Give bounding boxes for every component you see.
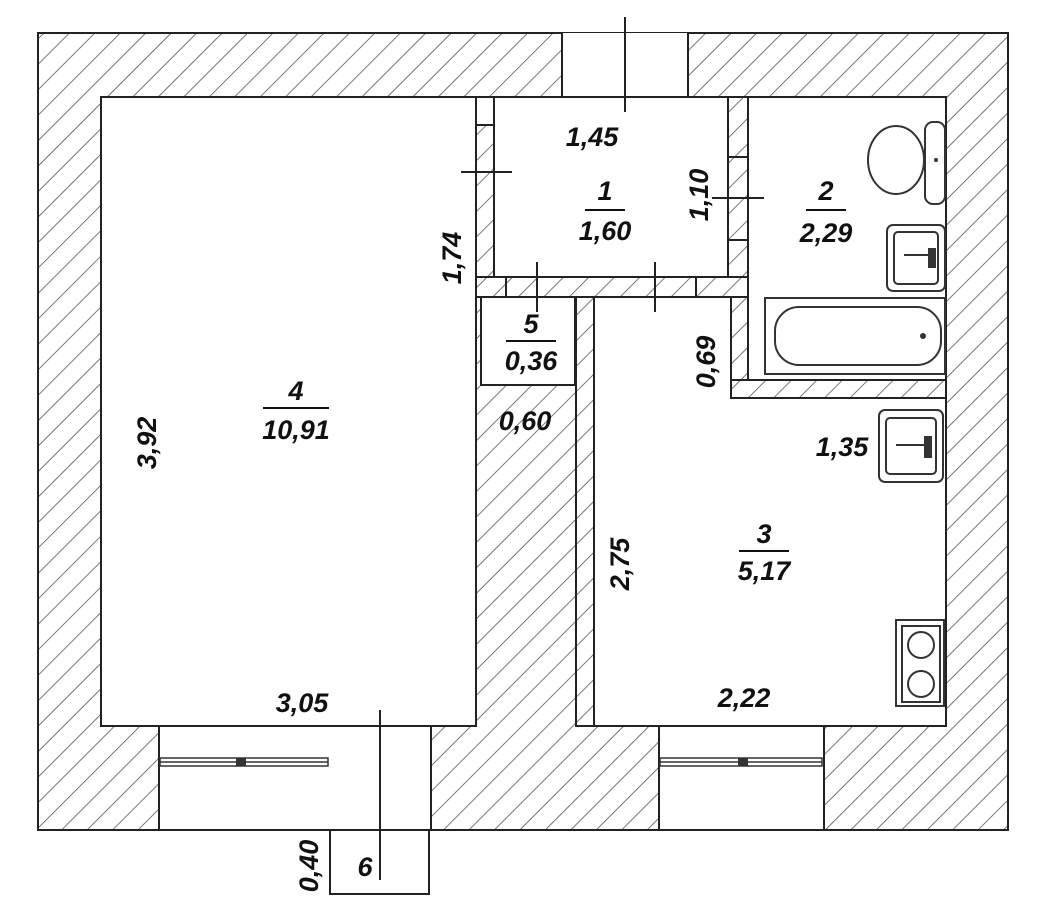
room-4: [100, 96, 477, 727]
window-room4: [158, 725, 432, 831]
dim-room1-height: 1,10: [684, 169, 714, 222]
dim-closet-width: 0,60: [499, 406, 552, 436]
dim-balcony-depth: 0,40: [294, 840, 324, 893]
room-6-number: 6: [357, 852, 373, 882]
dim-kitchen-width: 2,22: [717, 683, 771, 713]
partition-bath-bottom: [730, 379, 947, 399]
dim-room4-height: 3,92: [132, 417, 162, 470]
window-room3: [658, 725, 825, 831]
room-2-number: 2: [817, 176, 833, 206]
room-3-number: 3: [756, 519, 771, 549]
bath-sink-icon: [886, 224, 946, 292]
stove-icon: [895, 619, 945, 707]
room-5-area: 0,36: [505, 346, 559, 376]
dim-hall-height: 1,74: [437, 232, 467, 285]
dim-kitchen-offset: 0,69: [691, 336, 721, 389]
dim-room4-width: 3,05: [276, 688, 330, 718]
partition-hall-bottom-left: [475, 276, 507, 298]
partition-hall-bath-top: [727, 96, 749, 158]
room-4-area: 10,91: [262, 415, 330, 445]
room-2-area: 2,29: [799, 218, 853, 248]
room-3-area: 5,17: [738, 556, 793, 586]
bathtub-icon: [764, 297, 946, 375]
kitchen-sink-icon: [878, 409, 944, 483]
partition-hall-bottom-right: [695, 276, 749, 298]
dim-kitchen-inner: 1,35: [816, 432, 870, 462]
dim-kitchen-height: 2,75: [605, 537, 635, 592]
room-1-number: 1: [597, 176, 612, 206]
toilet-icon: [867, 121, 946, 205]
partition-left-hall: [475, 124, 495, 278]
room-5-number: 5: [523, 309, 539, 339]
dim-room1-width: 1,45: [566, 122, 620, 152]
partition-kitchen-left: [575, 296, 595, 727]
room-1: [493, 96, 729, 278]
room-4-number: 4: [287, 376, 303, 406]
room-1-area: 1,60: [579, 216, 632, 246]
